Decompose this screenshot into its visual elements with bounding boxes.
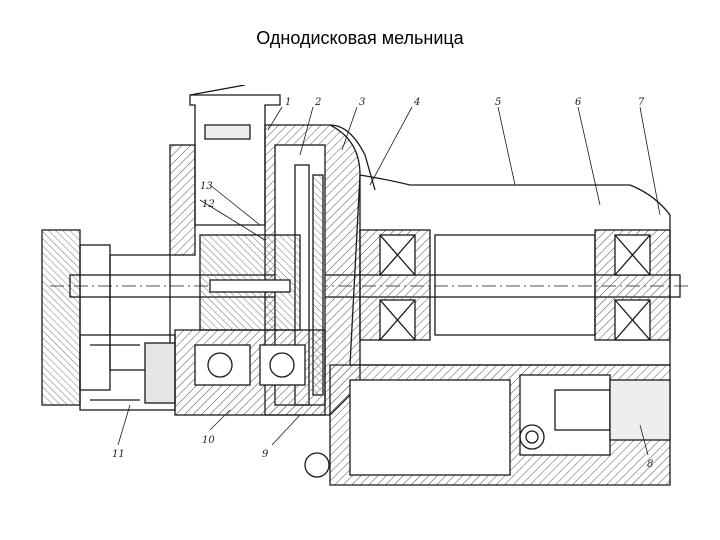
callout-12: 12: [202, 199, 215, 210]
gear-housing: [174, 329, 326, 416]
callout-8: 8: [647, 459, 653, 470]
feed-hopper: [169, 85, 281, 256]
callout-4: 4: [413, 97, 420, 108]
slide-title: Однодисковая мельница: [256, 28, 464, 48]
base-frame: [304, 364, 671, 486]
callout-1: 1: [285, 97, 291, 108]
motor-housing: [329, 124, 671, 366]
callout-13: 13: [200, 181, 213, 192]
callout-leaders: [117, 106, 661, 456]
callout-5: 5: [495, 97, 501, 108]
callout-7: 7: [638, 97, 645, 108]
callout-10: 10: [202, 435, 215, 446]
callout-9: 9: [262, 449, 269, 460]
callout-6: 6: [575, 97, 582, 108]
callout-2: 2: [314, 97, 321, 108]
callout-11: 11: [112, 449, 125, 460]
oil-pump-motor: [554, 379, 671, 441]
grinding-disc: [199, 234, 301, 331]
callout-labels: 1 2 3 4 5 6 7 8 9 10 11 12 13: [112, 97, 653, 470]
callout-3: 3: [359, 97, 365, 108]
left-pulley: [41, 229, 171, 406]
mill-cross-section-drawing: 1 2 3 4 5 6 7 8 9 10 11 12 13: [41, 85, 690, 486]
small-motor: [79, 334, 176, 411]
